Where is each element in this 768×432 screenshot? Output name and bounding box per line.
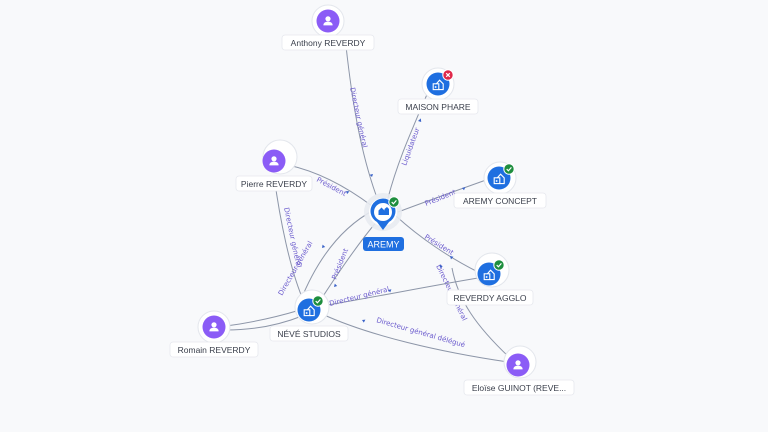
node-label-bg	[235, 175, 313, 192]
edge-anthony-aremy	[345, 45, 377, 196]
node-label: AREMY CONCEPT	[463, 196, 537, 206]
edge-eloise-agglo	[451, 267, 511, 359]
edge-aremy-concept	[397, 179, 487, 213]
node-label: Eloïse GUINOT (REVE...	[472, 383, 566, 393]
active-status-icon	[312, 295, 324, 307]
arrow-aremy-concept	[462, 187, 466, 191]
arrow-aremy-maison	[418, 118, 422, 122]
active-status-icon	[493, 259, 505, 271]
edge-romain-neve	[225, 309, 301, 327]
edge-label-aremy-concept: Président	[424, 188, 458, 208]
edge-pierre-aremy	[287, 164, 373, 207]
node-pierre-reverdy[interactable]: Pierre REVERDY	[235, 139, 313, 192]
node-romain-reverdy[interactable]: Romain REVERDY	[169, 310, 259, 358]
edge-label-anthony-aremy: Directeur général	[348, 87, 369, 149]
edge-romain-neve-2	[225, 315, 303, 331]
active-status-icon	[503, 163, 515, 175]
edge-label-aremy-agglo: Président	[423, 233, 455, 257]
node-aremy-center[interactable]: AREMY	[363, 193, 404, 251]
arrow-neve-agglo	[388, 289, 392, 293]
edge-neve-agglo	[321, 277, 479, 307]
node-eloise-guinot[interactable]: Eloïse GUINOT (REVE...	[463, 345, 575, 396]
edge-label-aremy-maison: Liquidateur	[400, 126, 421, 166]
edge-eloise-neve	[321, 313, 509, 363]
node-aremy-concept[interactable]: AREMY CONCEPT	[453, 161, 547, 209]
arrow-aremy-agglo	[450, 256, 454, 260]
edge-neve-aremy-dg	[299, 209, 375, 303]
node-label: NÉVÉ STUDIOS	[277, 329, 341, 339]
arrow-anthony-aremy	[369, 174, 373, 177]
arrow-pierre-aremy	[346, 191, 350, 194]
edge-label-neve-aremy-pres: Président	[330, 247, 350, 281]
edge-label-neve-agglo: Directeur général	[329, 285, 391, 308]
arrow-eloise-neve	[362, 319, 366, 323]
node-label: Anthony REVERDY	[291, 38, 366, 48]
node-label: REVERDY AGGLO	[453, 293, 526, 303]
arrow-eloise-agglo	[439, 264, 443, 268]
node-label-bg	[269, 325, 349, 342]
active-status-icon	[388, 196, 400, 208]
node-label: Romain REVERDY	[178, 345, 251, 355]
node-label: MAISON PHARE	[405, 102, 471, 112]
center-label: AREMY	[367, 240, 399, 250]
node-anthony-reverdy[interactable]: Anthony REVERDY	[281, 4, 375, 51]
node-label-bg	[397, 98, 479, 115]
node-label-bg	[453, 192, 547, 209]
node-label-bg	[463, 379, 575, 396]
node-reverdy-agglo[interactable]: REVERDY AGGLO	[446, 252, 534, 306]
node-label-bg	[169, 341, 259, 358]
node-neve-studios[interactable]: NÉVÉ STUDIOS	[269, 289, 349, 342]
node-label-bg	[446, 289, 534, 306]
closed-status-icon	[442, 69, 454, 81]
center-label-bg	[363, 237, 404, 251]
node-label-bg	[281, 34, 375, 51]
node-label: Pierre REVERDY	[241, 179, 307, 189]
center-building-glyph	[378, 207, 389, 215]
edge-label-eloise-neve: Directeur général délégué	[375, 316, 465, 349]
arrow-neve-aremy-dg	[322, 244, 326, 248]
node-maison-phare[interactable]: MAISON PHARE	[397, 67, 479, 115]
arrow-neve-aremy-pres	[334, 283, 338, 287]
edge-aremy-agglo	[395, 215, 479, 273]
